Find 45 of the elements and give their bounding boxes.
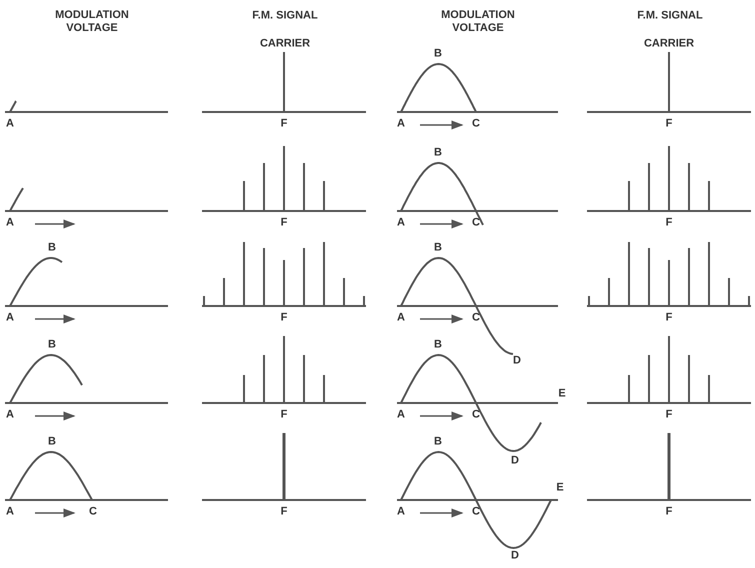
column-heading: MODULATION VOLTAGE xyxy=(54,9,130,35)
callout-letter: E xyxy=(556,482,564,494)
callout-letter: B xyxy=(434,338,442,352)
callout-letter: D xyxy=(511,454,519,468)
callout-letter: A xyxy=(6,118,14,130)
callout-letter: B xyxy=(434,436,442,448)
callout-letter: F xyxy=(280,118,288,130)
callout-letter: A xyxy=(6,408,14,422)
callout-letter: A xyxy=(397,312,405,324)
callout-letter: F xyxy=(280,506,288,518)
callout-letter: B xyxy=(48,242,56,254)
callout-letter: F xyxy=(666,216,672,230)
callout-letter: F xyxy=(666,118,672,130)
callout-letter: C xyxy=(472,506,480,518)
callout-letter: C xyxy=(472,216,480,230)
callout-letter: B xyxy=(434,48,442,60)
callout-letter: A xyxy=(397,506,405,518)
column-heading: MODULATION VOLTAGE xyxy=(440,9,516,35)
callout-letter: F xyxy=(666,506,672,518)
callout-letter: B xyxy=(434,146,442,160)
column-heading: F.M. SIGNAL xyxy=(251,10,319,22)
column-heading: F.M. SIGNAL xyxy=(636,10,704,22)
callout-letter: E xyxy=(558,388,566,400)
callout-letter: C xyxy=(472,312,480,324)
callout-letter: F xyxy=(280,216,288,230)
column-heading: CARRIER xyxy=(642,38,696,50)
callout-letter: A xyxy=(397,216,405,230)
callout-letter: F xyxy=(280,312,288,324)
callout-letter: B xyxy=(48,436,56,448)
callout-letter: D xyxy=(513,354,521,368)
callout-letter: A xyxy=(6,312,14,324)
callout-letter: F xyxy=(666,312,672,324)
column-heading: CARRIER xyxy=(258,38,312,50)
callout-letter: B xyxy=(434,242,442,254)
callout-letter: F xyxy=(280,408,288,422)
callout-letter: C xyxy=(89,506,97,518)
callout-letter: A xyxy=(6,506,14,518)
callout-letter: C xyxy=(472,408,480,422)
callout-letter: A xyxy=(397,118,405,130)
callout-letter: D xyxy=(511,550,519,562)
callout-letter: F xyxy=(666,408,672,422)
callout-letter: B xyxy=(48,338,56,352)
callout-letter: C xyxy=(472,118,480,130)
callout-letter: A xyxy=(397,408,405,422)
callout-letter: A xyxy=(6,216,14,230)
